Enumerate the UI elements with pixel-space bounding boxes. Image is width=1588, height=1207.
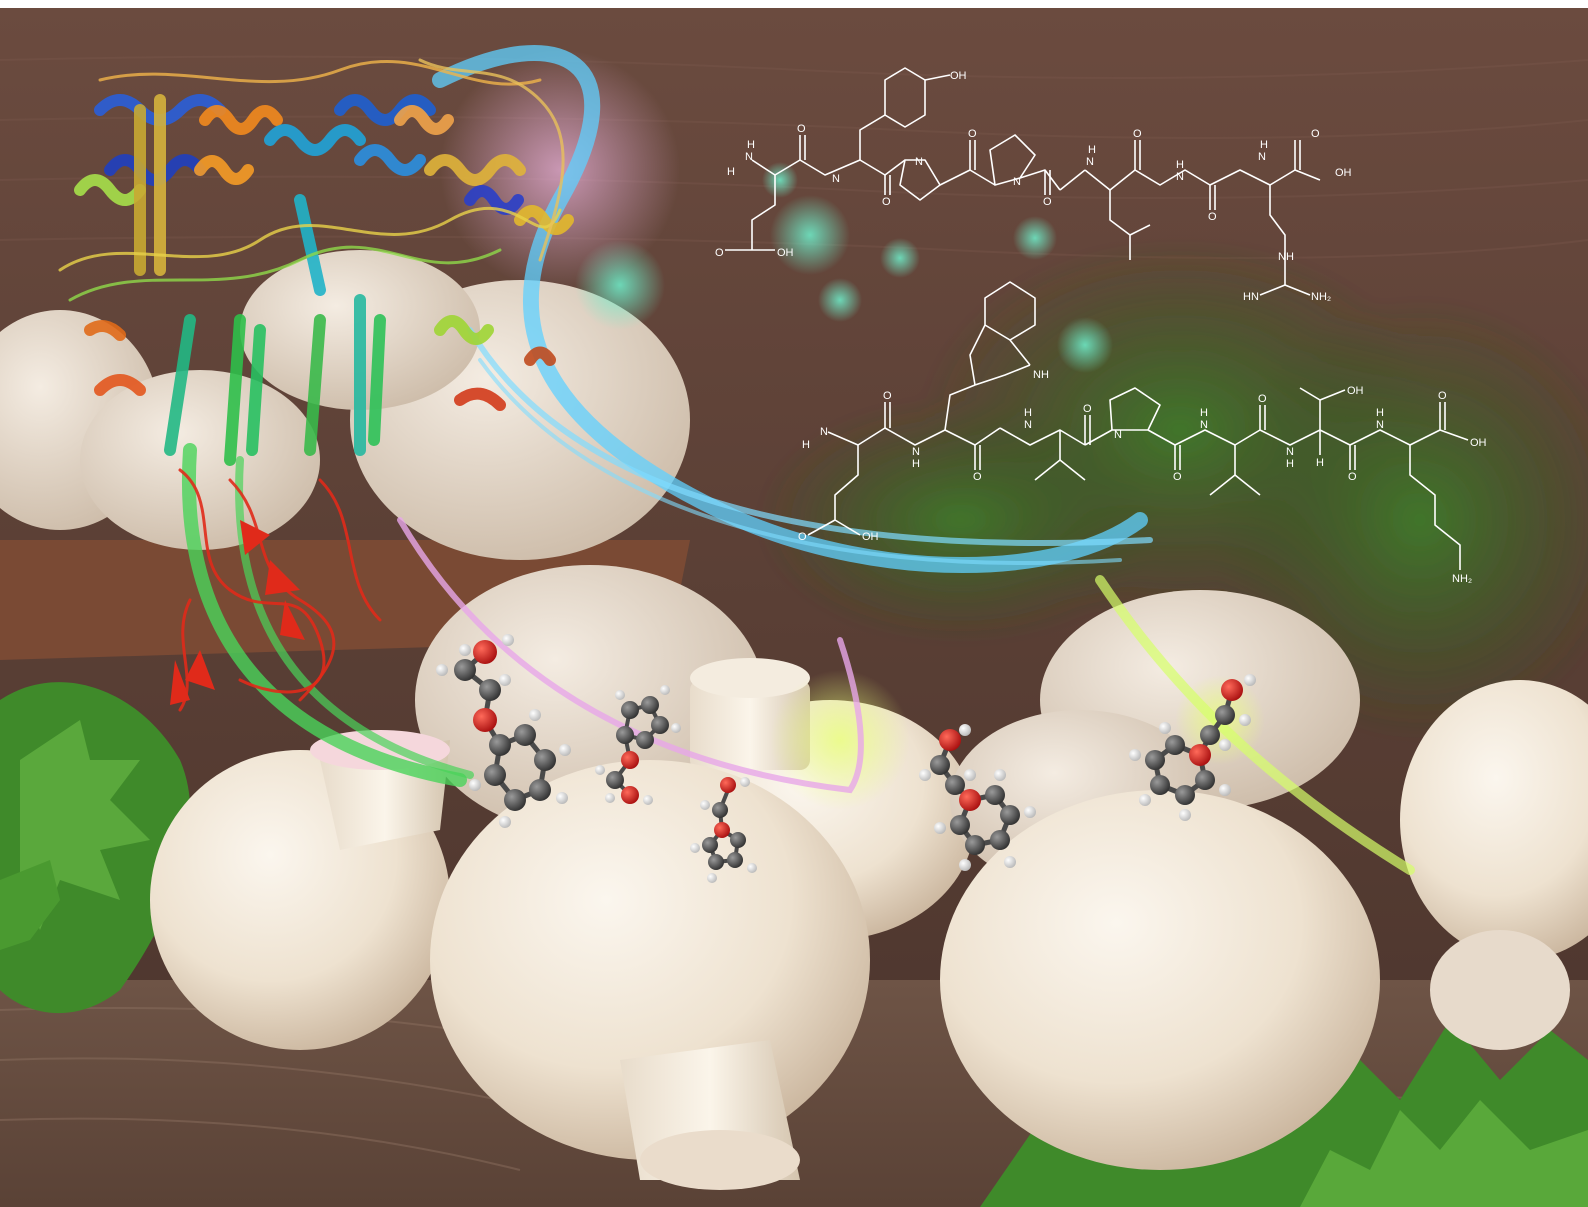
parsley-left (0, 682, 191, 1014)
ball-stick-molecules (436, 634, 1256, 883)
atom-label: H (1088, 144, 1096, 156)
atom-label: H (1316, 457, 1324, 469)
atom-label: N (1114, 429, 1122, 441)
atom-label: N (912, 446, 920, 458)
atom-label: N (1286, 446, 1294, 458)
atom-label: N (745, 151, 753, 163)
atom-label: H (1376, 407, 1384, 419)
atom-label: O (798, 531, 807, 543)
atom-label: NH (1033, 369, 1049, 381)
molecule-4 (919, 724, 1036, 871)
atom-label: NH (1278, 251, 1294, 263)
atom-label: N (1024, 419, 1032, 431)
atom-label: O (1083, 403, 1092, 415)
atom-label: OH (862, 531, 879, 543)
atom-label: O (973, 471, 982, 483)
atom-label: H (1200, 407, 1208, 419)
atom-label: O (1133, 128, 1142, 140)
atom-label: N (1200, 419, 1208, 431)
atom-label: O (882, 196, 891, 208)
atom-label: N (1086, 156, 1094, 168)
atom-label: H (727, 166, 735, 178)
atom-label: O (1258, 393, 1267, 405)
atom-label: N (1013, 176, 1021, 188)
atom-label: H (1176, 159, 1184, 171)
molecule-1 (436, 634, 571, 828)
atom-label: O (968, 128, 977, 140)
atom-label: O (1438, 390, 1447, 402)
atom-label: N (915, 156, 923, 168)
molecule-2 (595, 685, 681, 805)
molecule-5 (1129, 674, 1256, 821)
peptide-1-structure: H N H O N O OH N O N O N H O N H O N H O… (715, 67, 1352, 303)
atom-label: H (1260, 139, 1268, 151)
atom-label: N (1376, 419, 1384, 431)
atom-label: H (1024, 407, 1032, 419)
atom-label: N (820, 426, 828, 438)
atom-label: H (912, 458, 920, 470)
molecule-3 (690, 777, 757, 883)
atom-label: NH₂ (1452, 573, 1472, 585)
atom-label: O (1043, 196, 1052, 208)
atom-label: H (747, 139, 755, 151)
atom-label: OH (777, 247, 794, 259)
atom-label: O (1208, 211, 1217, 223)
atom-label: O (883, 390, 892, 402)
atom-label: O (797, 123, 806, 135)
atom-label: H (802, 439, 810, 451)
atom-label: N (1176, 171, 1184, 183)
protein-ribbon-structure (58, 58, 574, 712)
atom-label: O (1311, 128, 1320, 140)
atom-label: OH (1335, 167, 1352, 179)
atom-label: O (1173, 471, 1182, 483)
atom-label: NH₂ (1311, 291, 1331, 303)
atom-label: HN (1243, 291, 1259, 303)
atom-label: N (1258, 151, 1266, 163)
atom-label: OH (950, 70, 967, 82)
peptide-2-structure: N H O N H O NH N H O N O N H O OH N H H … (798, 281, 1487, 585)
atom-label: OH (1470, 437, 1487, 449)
atom-label: O (715, 247, 724, 259)
atom-label: N (832, 173, 840, 185)
atom-label: O (1348, 471, 1357, 483)
atom-label: OH (1347, 385, 1364, 397)
energy-ribbons (182, 45, 1415, 875)
atom-label: H (1286, 458, 1294, 470)
